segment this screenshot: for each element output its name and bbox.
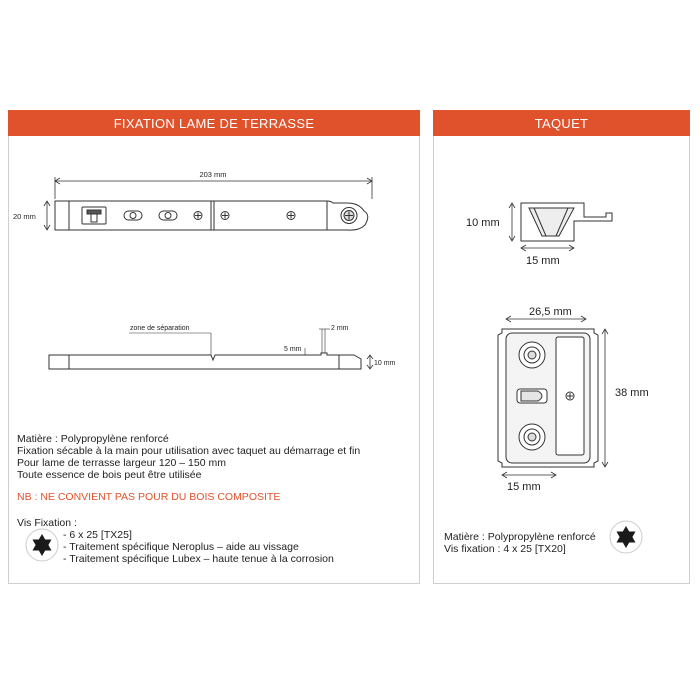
taquet-side-view	[520, 202, 613, 242]
panel-title-fixation: FIXATION LAME DE TERRASSE	[8, 110, 420, 136]
panel-taquet: TAQUET 10 mm 15 mm 26,5 mm	[433, 110, 690, 584]
spec-line-4: Toute essence de bois peut être utilisée	[17, 469, 202, 481]
spec-line-2: Fixation sécable à la main pour utilisat…	[17, 445, 361, 457]
torx-star-icon	[25, 528, 59, 562]
taquet-top-view	[497, 328, 599, 468]
fixation-diagram: 203 mm 20 mm	[13, 170, 396, 562]
height-label: 10 mm	[374, 360, 396, 367]
screw-line-2: - Traitement spécifique Neroplus – aide …	[63, 541, 299, 553]
panel-title-taquet: TAQUET	[433, 110, 690, 136]
screw-line-3: - Traitement spécifique Lubex – haute te…	[63, 553, 334, 565]
taquet-spec-2: Vis fixation : 4 x 25 [TX20]	[444, 543, 566, 555]
bottom-width-label: 15 mm	[507, 481, 541, 493]
length-label: 203 mm	[199, 170, 226, 179]
torx-star-icon	[609, 520, 643, 554]
top-width-dimension	[505, 315, 587, 323]
side-width-label: 15 mm	[526, 255, 560, 267]
top-height-dimension	[601, 328, 609, 468]
fixation-top-view	[54, 200, 369, 231]
side-width-dimension	[520, 244, 575, 252]
length-dimension	[54, 177, 373, 199]
separation-label: zone de séparation	[130, 325, 190, 332]
top-width-label: 26,5 mm	[529, 306, 572, 318]
taquet-spec-1: Matière : Polypropylène renforcé	[444, 531, 596, 543]
gap-label: 2 mm	[331, 325, 349, 332]
side-height-label: 10 mm	[466, 217, 500, 229]
top-height-label: 38 mm	[615, 387, 649, 399]
taquet-diagram: 10 mm 15 mm 26,5 mm	[466, 202, 649, 554]
height-dimension	[366, 354, 374, 370]
composite-warning: NB : NE CONVIENT PAS POUR DU BOIS COMPOS…	[17, 491, 281, 503]
width-dimension	[43, 200, 51, 231]
fixation-side-view	[48, 352, 362, 370]
screw-line-1: - 6 x 25 [TX25]	[63, 529, 132, 541]
side-height-dimension	[508, 202, 516, 242]
width-label: 20 mm	[13, 212, 36, 221]
spec-line-3: Pour lame de terrasse largeur 120 – 150 …	[17, 457, 226, 469]
screws-title: Vis Fixation :	[17, 517, 77, 529]
spec-line-1: Matière : Polypropylène renforcé	[17, 433, 169, 445]
offset-label: 5 mm	[284, 346, 302, 353]
bottom-width-dimension	[501, 471, 557, 479]
panel-fixation: FIXATION LAME DE TERRASSE 203 mm 20 mm	[8, 110, 420, 584]
